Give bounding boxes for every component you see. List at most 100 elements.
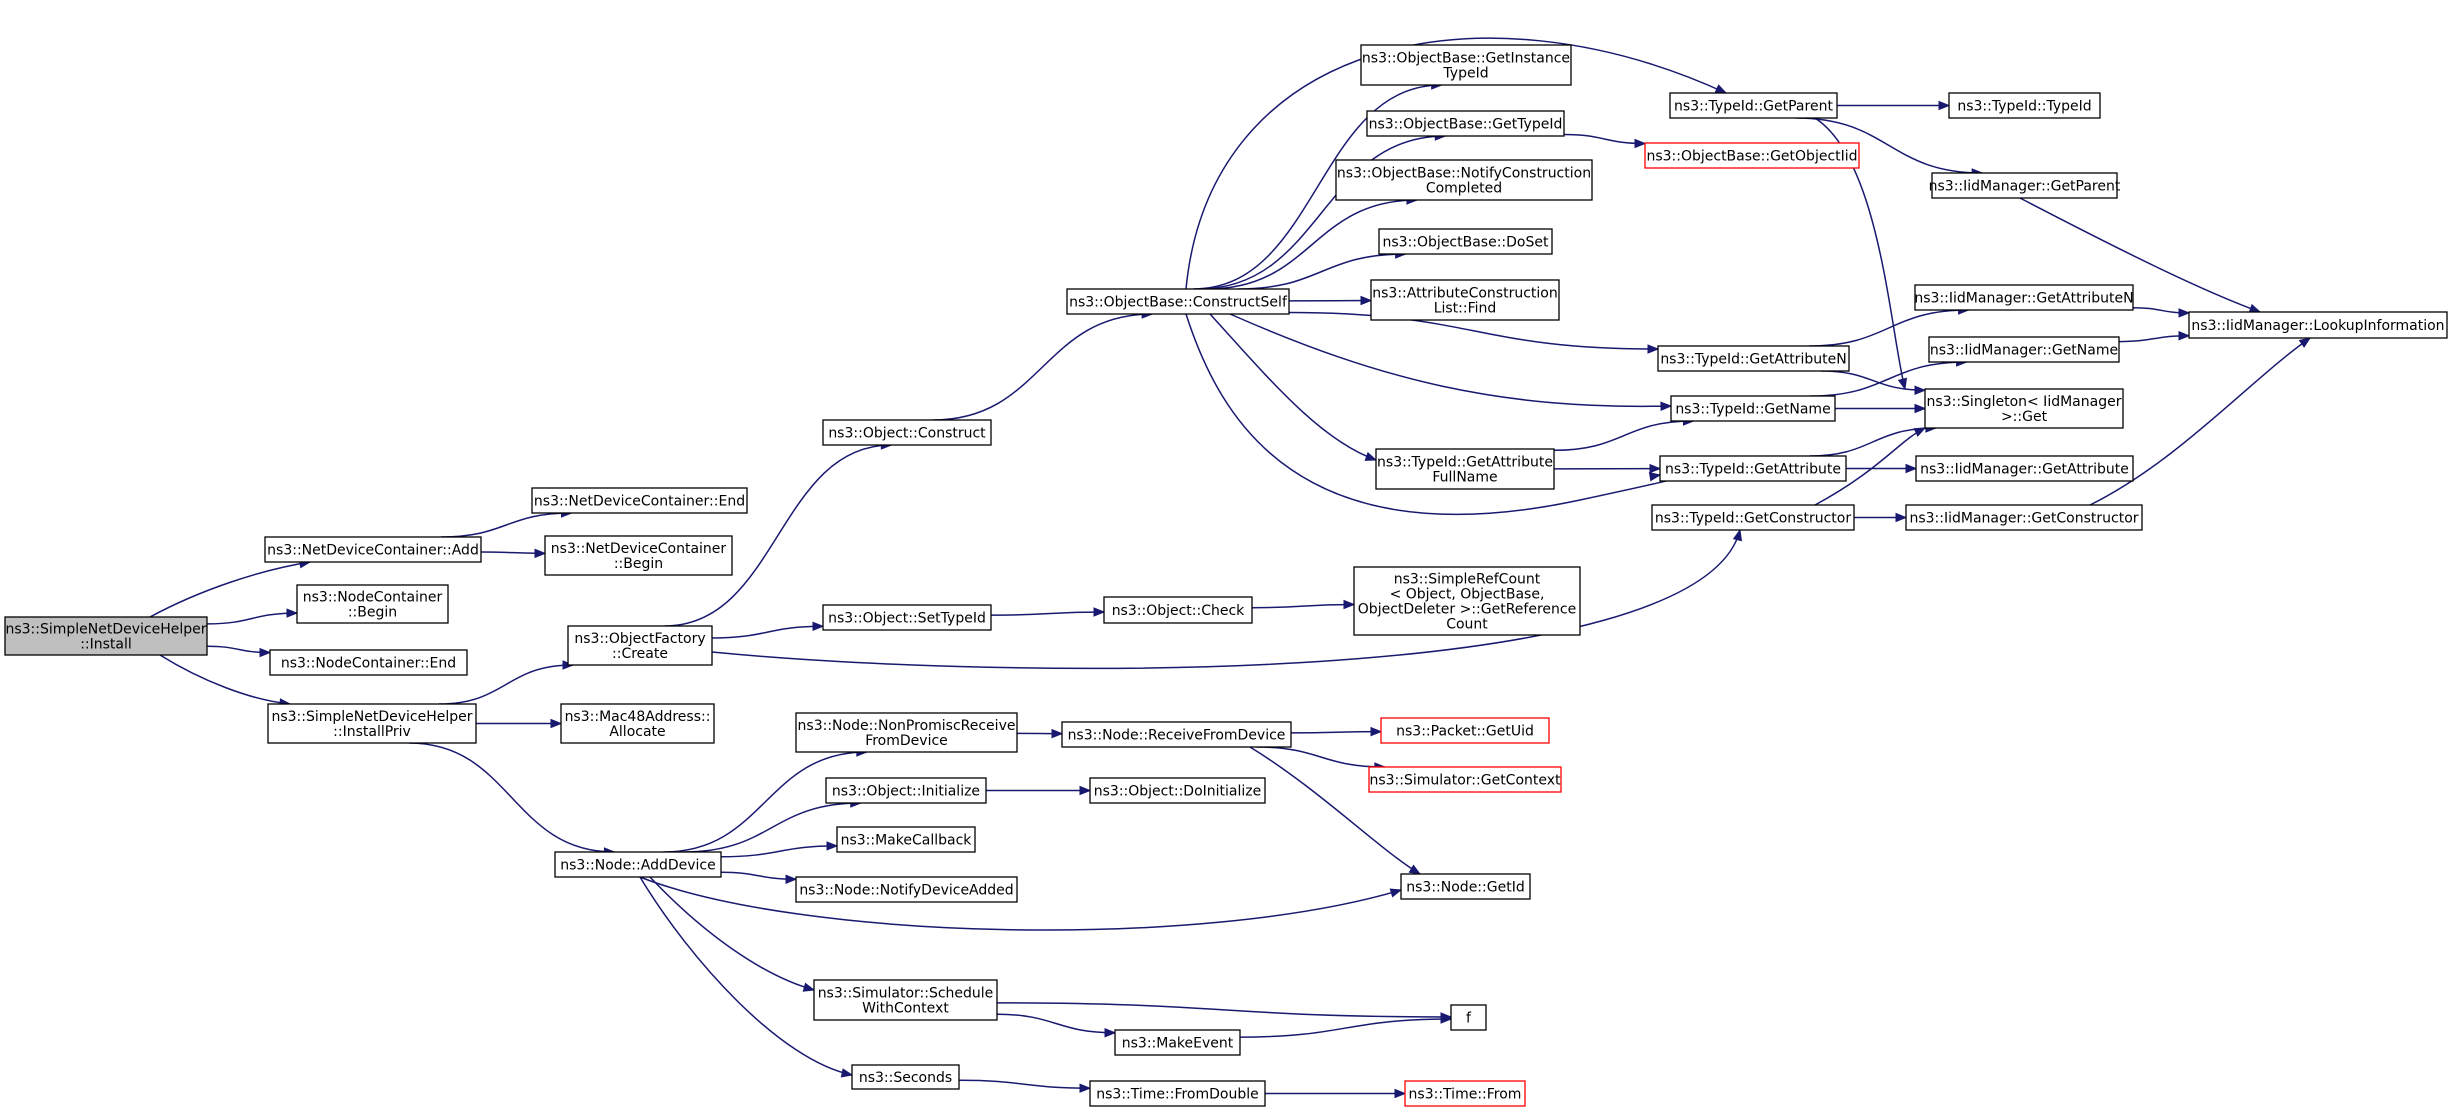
call-edge <box>1193 84 1442 290</box>
node-obj-check[interactable]: ns3::Object::Check <box>1103 596 1253 624</box>
arrow-head <box>1732 528 1743 542</box>
call-edge <box>1563 133 1646 145</box>
arrow-head <box>1389 888 1403 898</box>
node-iid-getparent[interactable]: ns3::IidManager::GetParent <box>1929 172 2121 199</box>
node-ob-getobjectiid[interactable]: ns3::ObjectBase::GetObjectIid <box>1644 142 1860 169</box>
node-iid-getconstructor[interactable]: ns3::IidManager::GetConstructor <box>1905 504 2143 531</box>
node-ob-notifyconstr[interactable]: ns3::ObjectBase::NotifyConstructionCompl… <box>1335 159 1593 201</box>
node-box <box>267 703 477 744</box>
node-label: ns3::IidManager::GetAttributeN <box>1914 291 2133 307</box>
node-root[interactable]: ns3::SimpleNetDeviceHelper::Install <box>4 616 208 656</box>
call-edge <box>159 654 291 705</box>
node-label: ns3::TypeId::TypeId <box>1957 99 2091 115</box>
node-time-fromdouble[interactable]: ns3::Time::FromDouble <box>1089 1080 1266 1107</box>
node-sim-getcontext[interactable]: ns3::Simulator::GetContext <box>1368 766 1562 793</box>
node-label: Completed <box>1426 181 1502 197</box>
arrow-head <box>2248 303 2262 313</box>
node-iid-getname[interactable]: ns3::IidManager::GetName <box>1928 336 2120 363</box>
node-iid-lookup[interactable]: ns3::IidManager::LookupInformation <box>2188 311 2448 339</box>
node-label: ns3::ObjectBase::GetInstance <box>1362 51 1570 67</box>
node-box <box>560 703 715 744</box>
node-box <box>1375 448 1555 490</box>
node-ob-doset[interactable]: ns3::ObjectBase::DoSet <box>1378 228 1553 255</box>
node-iid-getattributen[interactable]: ns3::IidManager::GetAttributeN <box>1914 284 2134 311</box>
node-makecallback[interactable]: ns3::MakeCallback <box>836 826 976 853</box>
node-iid-getattribute[interactable]: ns3::IidManager::GetAttribute <box>1915 455 2134 482</box>
node-label: ns3::Time::FromDouble <box>1096 1087 1259 1103</box>
node-tid-getname[interactable]: ns3::TypeId::GetName <box>1670 395 1836 422</box>
call-edge <box>206 612 298 625</box>
node-label: >::Get <box>2001 409 2048 425</box>
node-label: ns3::ObjectBase::GetTypeId <box>1369 117 1563 133</box>
call-edge <box>440 512 572 538</box>
node-label: ns3::ObjectFactory <box>574 631 705 647</box>
node-tid-getattribute[interactable]: ns3::TypeId::GetAttribute <box>1659 455 1847 482</box>
arrow-head <box>1897 377 1908 391</box>
node-ob-constructself[interactable]: ns3::ObjectBase::ConstructSelf <box>1066 288 1290 315</box>
node-makeevent[interactable]: ns3::MakeEvent <box>1114 1029 1241 1056</box>
node-ndc-add[interactable]: ns3::NetDeviceContainer::Add <box>264 536 482 563</box>
node-node-rfd[interactable]: ns3::Node::ReceiveFromDevice <box>1061 721 1292 748</box>
node-box <box>4 616 208 656</box>
node-box <box>1948 92 2101 119</box>
node-nc-end[interactable]: ns3::NodeContainer::End <box>269 649 468 676</box>
node-f[interactable]: f <box>1450 1004 1487 1031</box>
node-box <box>1335 159 1593 201</box>
node-tid-getattributen[interactable]: ns3::TypeId::GetAttributeN <box>1657 345 1850 372</box>
node-box <box>2188 311 2448 339</box>
node-node-notify[interactable]: ns3::Node::NotifyDeviceAdded <box>795 876 1018 903</box>
node-tid-getparent[interactable]: ns3::TypeId::GetParent <box>1669 92 1838 119</box>
node-box <box>544 535 733 576</box>
node-label: ns3::Node::NotifyDeviceAdded <box>799 883 1013 899</box>
node-obj-settypeid[interactable]: ns3::Object::SetTypeId <box>822 604 992 631</box>
node-node-getid[interactable]: ns3::Node::GetId <box>1400 873 1531 900</box>
call-edge <box>1256 746 1385 768</box>
node-tid-getconstructor[interactable]: ns3::TypeId::GetConstructor <box>1651 504 1855 531</box>
arrow-head <box>1634 138 1647 149</box>
node-label: ::InstallPriv <box>333 724 411 740</box>
arrow-head <box>1914 403 1927 414</box>
call-edge <box>1810 361 1967 397</box>
node-obj-construct[interactable]: ns3::Object::Construct <box>822 419 992 446</box>
node-srefcount[interactable]: ns3::SimpleRefCount< Object, ObjectBase,… <box>1353 566 1581 636</box>
node-label: ns3::IidManager::GetAttribute <box>1920 462 2129 478</box>
node-label: ns3::NetDeviceContainer::End <box>534 494 745 510</box>
node-installpriv[interactable]: ns3::SimpleNetDeviceHelper::InstallPriv <box>267 703 477 744</box>
call-edge <box>1239 1018 1452 1038</box>
node-label: ns3::TypeId::GetName <box>1675 402 1830 418</box>
call-edge <box>639 876 1402 931</box>
node-ndc-end[interactable]: ns3::NetDeviceContainer::End <box>531 487 748 514</box>
node-label: ns3::Object::DoInitialize <box>1094 784 1261 800</box>
node-label: ns3::NetDeviceContainer::Add <box>267 543 479 559</box>
node-ob-gettypeid[interactable]: ns3::ObjectBase::GetTypeId <box>1366 110 1565 137</box>
node-ndc-begin[interactable]: ns3::NetDeviceContainer::Begin <box>544 535 733 576</box>
node-box <box>1659 455 1847 482</box>
node-packet-getuid[interactable]: ns3::Packet::GetUid <box>1380 717 1550 744</box>
arrow-head <box>1913 427 1927 437</box>
node-obj-initialize[interactable]: ns3::Object::Initialize <box>825 777 987 804</box>
node-label: ns3::NodeContainer <box>303 590 443 606</box>
node-box <box>1931 172 2118 199</box>
node-obj-doinit[interactable]: ns3::Object::DoInitialize <box>1089 777 1266 804</box>
node-label: ns3::Simulator::Schedule <box>818 986 994 1002</box>
node-seconds[interactable]: ns3::Seconds <box>851 1064 960 1090</box>
node-nc-begin[interactable]: ns3::NodeContainer::Begin <box>296 584 449 624</box>
node-of-create[interactable]: ns3::ObjectFactory::Create <box>567 625 713 666</box>
node-node-adddevice[interactable]: ns3::Node::AddDevice <box>554 851 722 878</box>
node-box <box>554 851 722 878</box>
node-mac48[interactable]: ns3::Mac48Address::Allocate <box>560 703 715 744</box>
call-edge <box>1198 135 1446 290</box>
arrow-head <box>1360 295 1373 306</box>
node-time-from[interactable]: ns3::Time::From <box>1404 1080 1526 1107</box>
node-singleton-get[interactable]: ns3::Singleton< IidManager >::Get <box>1924 388 2124 429</box>
node-box <box>1368 766 1562 793</box>
node-tid-typeid[interactable]: ns3::TypeId::TypeId <box>1948 92 2101 119</box>
call-edge <box>1290 730 1382 734</box>
call-edge <box>639 876 853 1076</box>
arrow-head <box>802 982 816 992</box>
